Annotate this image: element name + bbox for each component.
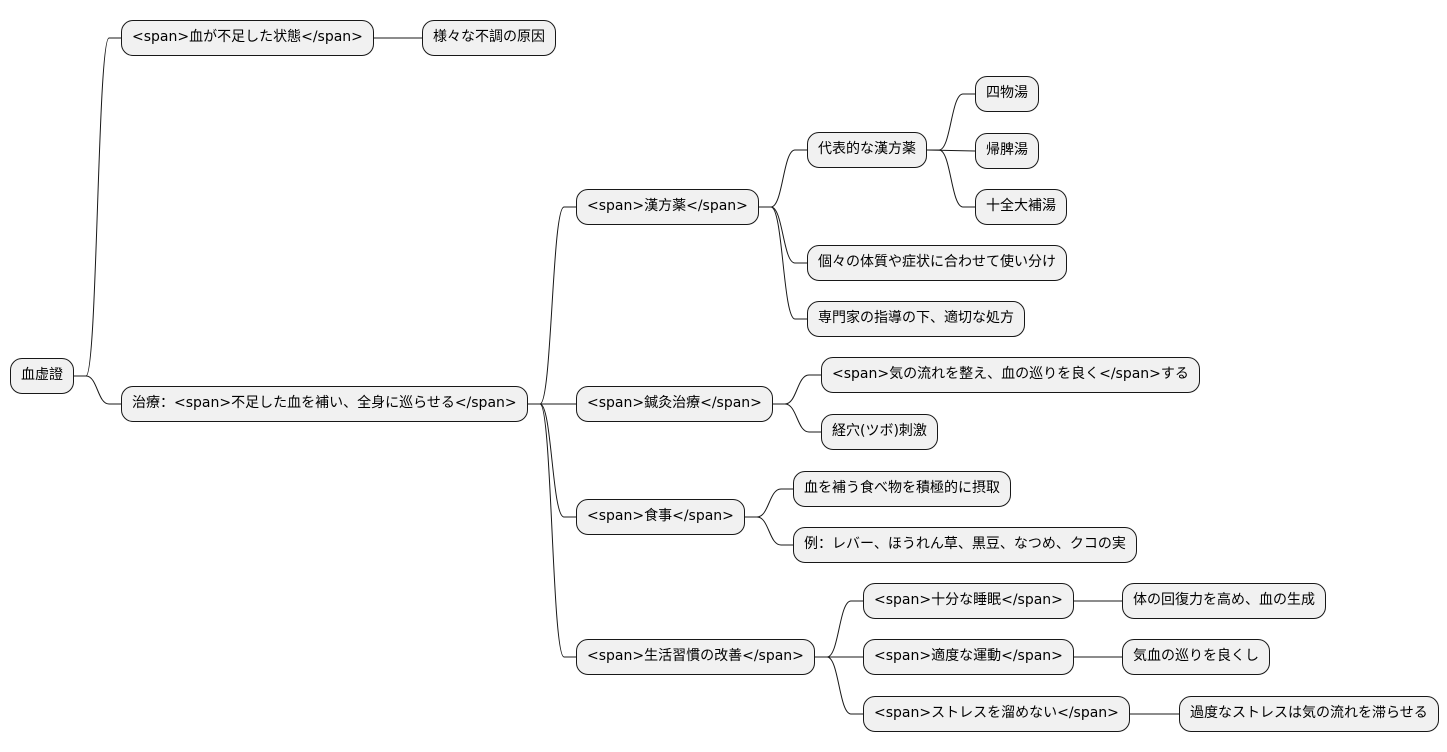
cause-node: 様々な不調の原因	[422, 20, 556, 56]
connector-kampo-node-to-expert-guidance-node	[759, 206, 807, 320]
connector-treatment-node-to-diet-node	[528, 403, 576, 518]
kampo-node: <span>漢方薬</span>	[576, 189, 759, 225]
connector-acupuncture-node-to-qi-flow-node	[773, 374, 821, 405]
connector-treatment-node-to-kampo-node	[528, 206, 576, 405]
connector-kampo-node-to-individual-use-node	[759, 206, 807, 264]
connector-lifestyle-node-to-sleep-node	[815, 600, 863, 658]
lifestyle-node: <span>生活習慣の改善</span>	[576, 639, 815, 675]
connector-representative-kampo-node-to-juzentaihoto-node	[927, 149, 975, 208]
representative-kampo-node: 代表的な漢方薬	[807, 132, 927, 168]
connector-representative-kampo-node-to-shimotsuto-node	[927, 93, 975, 151]
connector-root-node-to-treatment-node	[74, 375, 121, 405]
food-examples-node: 例：レバー、ほうれん草、黒豆、なつめ、クコの実	[793, 527, 1137, 563]
connector-diet-node-to-food-examples-node	[745, 516, 793, 546]
connector-kampo-node-to-representative-kampo-node	[759, 149, 807, 208]
connector-root-node-to-blood-deficiency-node	[74, 37, 121, 377]
stress-effect-node: 過度なストレスは気の流れを滞らせる	[1179, 696, 1439, 732]
blood-food-node: 血を補う食べ物を積極的に摂取	[793, 471, 1011, 507]
connector-diet-node-to-blood-food-node	[745, 488, 793, 518]
shimotsuto-node: 四物湯	[975, 76, 1039, 112]
stress-node: <span>ストレスを溜めない</span>	[863, 696, 1130, 732]
expert-guidance-node: 専門家の指導の下、適切な処方	[807, 301, 1025, 337]
blood-deficiency-node: <span>血が不足した状態</span>	[121, 20, 374, 56]
connector-acupuncture-node-to-acupoint-node	[773, 403, 821, 433]
treatment-node: 治療：<span>不足した血を補い、全身に巡らせる</span>	[121, 386, 528, 422]
kihito-node: 帰脾湯	[975, 133, 1039, 169]
sleep-node: <span>十分な睡眠</span>	[863, 583, 1074, 619]
connector-treatment-node-to-lifestyle-node	[528, 403, 576, 658]
sleep-effect-node: 体の回復力を高め、血の生成	[1122, 583, 1326, 619]
juzentaihoto-node: 十全大補湯	[975, 189, 1067, 225]
individual-use-node: 個々の体質や症状に合わせて使い分け	[807, 245, 1067, 281]
qi-flow-node: <span>気の流れを整え、血の巡りを良く</span>する	[821, 357, 1200, 393]
acupuncture-node: <span>鍼灸治療</span>	[576, 386, 773, 422]
exercise-effect-node: 気血の巡りを良くし	[1122, 639, 1270, 675]
exercise-node: <span>適度な運動</span>	[863, 639, 1074, 675]
diet-node: <span>食事</span>	[576, 499, 745, 535]
connector-lifestyle-node-to-stress-node	[815, 656, 863, 715]
acupoint-node: 経穴(ツボ)刺激	[821, 414, 938, 450]
root-node: 血虚證	[10, 358, 74, 394]
